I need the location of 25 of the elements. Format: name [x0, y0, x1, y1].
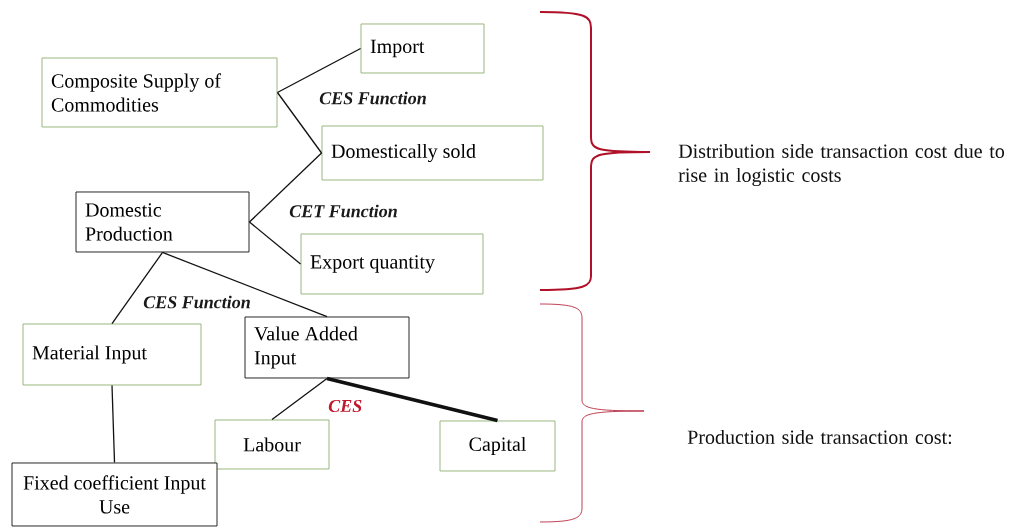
- text-box: Labour: [214, 419, 330, 470]
- text-box: Material Input: [22, 323, 202, 386]
- function-label: CET Function: [289, 204, 397, 218]
- connector-line: [248, 221, 302, 265]
- connector-line: [111, 384, 116, 464]
- connector-line: [271, 377, 328, 421]
- connector-line: [161, 251, 328, 318]
- text-box: Import: [360, 23, 485, 74]
- text-box: Export quantity: [300, 233, 484, 295]
- text-box: Domestically sold: [321, 125, 544, 181]
- function-label: CES Function: [319, 91, 426, 105]
- connector-line: [276, 47, 362, 94]
- text-box: Capital: [439, 420, 556, 472]
- connector-line: [248, 152, 323, 223]
- text-box: Domestic Production: [75, 191, 250, 253]
- connector-line: [276, 91, 323, 154]
- text-box: Value Added Input: [244, 316, 410, 379]
- connector-line: [326, 376, 498, 423]
- annotation-text: Distribution side transaction cost due to rise in logistic costs: [678, 143, 1005, 187]
- text-box: Composite Supply of Commodities: [41, 57, 278, 128]
- annotation-text: Production side transaction cost:: [687, 429, 952, 445]
- connector-line: [111, 251, 164, 325]
- function-label: CES Function: [143, 295, 250, 309]
- function-label: CES: [328, 399, 362, 413]
- text-box: Fixed coefficient Input Use: [11, 462, 218, 527]
